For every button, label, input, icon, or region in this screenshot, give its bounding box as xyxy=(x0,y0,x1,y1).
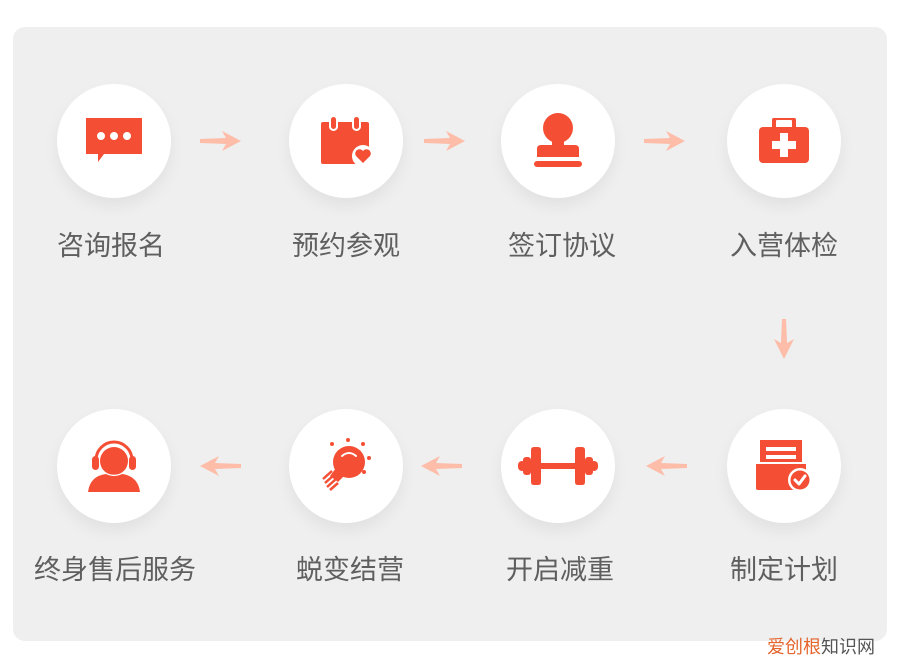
step-7-circle xyxy=(289,409,403,523)
arrow-left-icon xyxy=(421,456,462,476)
dumbbell-icon xyxy=(518,447,598,485)
medical-kit-icon xyxy=(759,118,809,163)
step-5-circle xyxy=(727,409,841,523)
watermark: 爱创根知识网 xyxy=(767,636,875,660)
step-3-label: 签订协议 xyxy=(508,231,616,262)
arrow-down-icon xyxy=(774,319,794,359)
headset-support-icon xyxy=(88,440,140,492)
step-5-label: 制定计划 xyxy=(730,555,838,586)
chat-bubble-icon xyxy=(86,118,142,162)
step-1-label: 咨询报名 xyxy=(57,231,165,262)
step-2-label: 预约参观 xyxy=(292,231,400,262)
step-8-circle xyxy=(57,409,171,523)
step-7-label: 蜕变结营 xyxy=(296,555,404,586)
step-3-circle xyxy=(501,84,615,198)
step-4-label: 入营体检 xyxy=(730,231,838,262)
calendar-heart-icon xyxy=(321,116,373,166)
step-8-label: 终身售后服务 xyxy=(34,555,196,586)
stamp-icon xyxy=(534,113,582,167)
arrow-right-icon xyxy=(644,131,685,151)
lightbulb-icon xyxy=(322,438,371,491)
step-1-circle xyxy=(57,84,171,198)
step-6-circle xyxy=(501,409,615,523)
arrow-right-icon xyxy=(200,131,241,151)
step-4-circle xyxy=(727,84,841,198)
arrow-left-icon xyxy=(200,456,241,476)
arrow-right-icon xyxy=(424,131,465,151)
watermark-suffix: 知识网 xyxy=(821,637,875,658)
watermark-brand: 爱创根 xyxy=(767,637,821,658)
plan-check-icon xyxy=(756,440,812,492)
arrow-left-icon xyxy=(646,456,687,476)
step-2-circle xyxy=(289,84,403,198)
step-6-label: 开启减重 xyxy=(506,555,614,586)
